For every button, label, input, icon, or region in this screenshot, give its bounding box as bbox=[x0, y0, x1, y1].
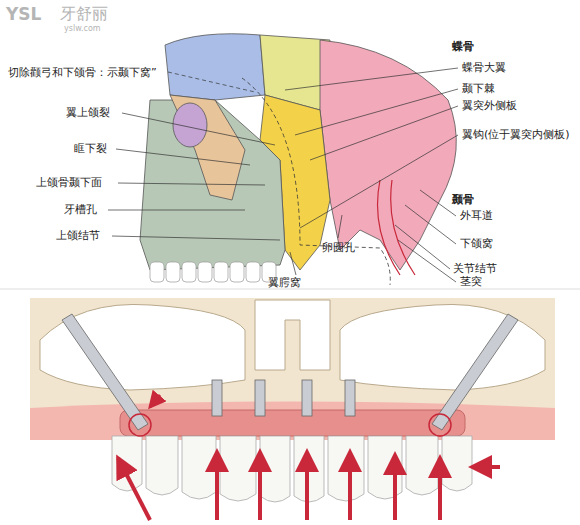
part-label: 关节结节 bbox=[453, 262, 497, 275]
part-label: 翼腭窝 bbox=[268, 276, 301, 289]
part-label: 翼钩(位于翼突内侧板) bbox=[462, 128, 570, 141]
part-label: 翼突外侧板 bbox=[462, 99, 517, 112]
part-label: 牙槽孔 bbox=[64, 203, 97, 216]
watermark: YSL bbox=[6, 4, 41, 24]
part-label: 颞下棘 bbox=[462, 82, 495, 95]
part-label: 眶下裂 bbox=[74, 142, 107, 155]
caption-note: 切除颧弓和下颌骨：示颞下窝” bbox=[8, 66, 157, 79]
part-label: 卵圆孔 bbox=[322, 241, 355, 254]
bone-heading: 颞骨 bbox=[452, 193, 474, 206]
part-label: 下颌窝 bbox=[460, 237, 493, 250]
part-label: 茎突 bbox=[460, 275, 482, 288]
part-label: 上颌骨颞下面 bbox=[36, 176, 102, 189]
watermark: 牙舒丽 bbox=[60, 4, 108, 24]
bone-heading: 蝶骨 bbox=[452, 40, 474, 53]
part-label: 上颌结节 bbox=[56, 229, 100, 242]
part-label: 蝶骨大翼 bbox=[462, 61, 506, 74]
part-label: 翼上颌裂 bbox=[66, 106, 110, 119]
part-label: 外耳道 bbox=[460, 209, 493, 222]
watermark: yslw.com bbox=[64, 24, 101, 34]
